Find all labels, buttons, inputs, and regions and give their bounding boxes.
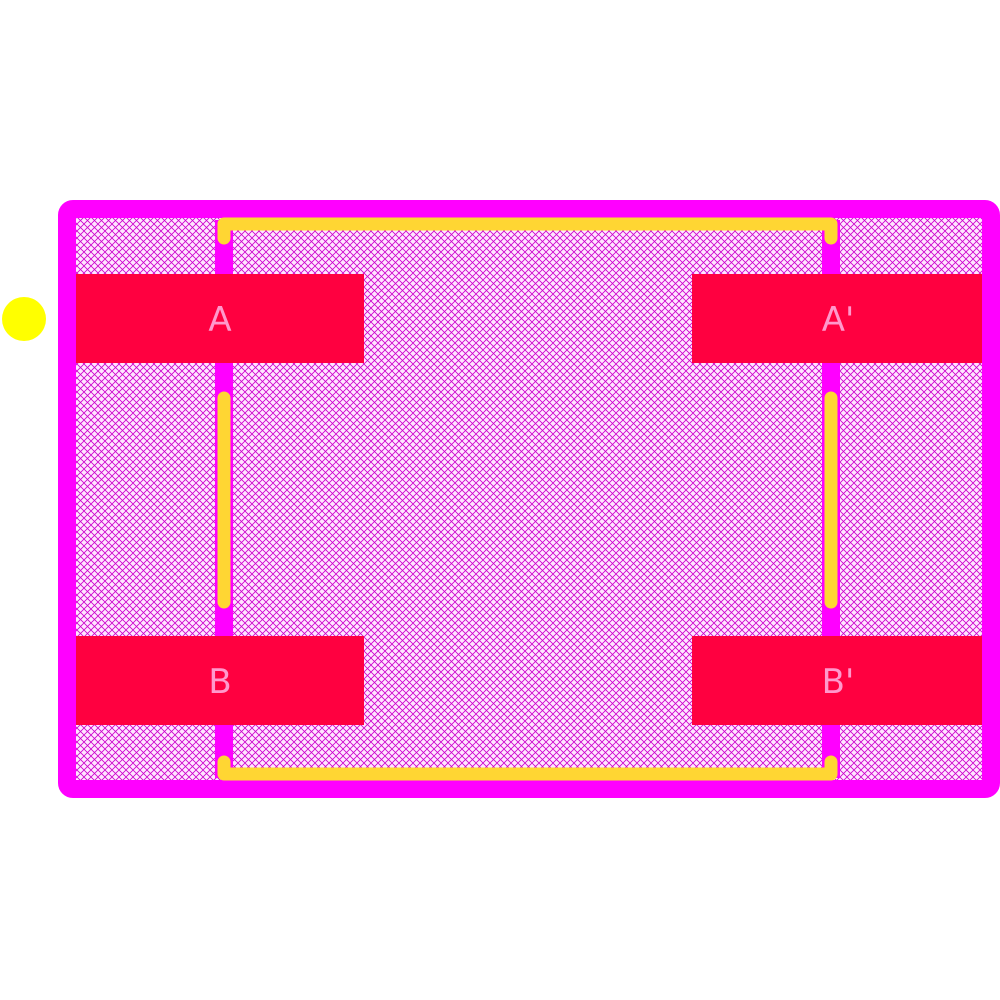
pad-b-prime[interactable]: B': [692, 636, 982, 725]
pad-b[interactable]: B: [76, 636, 364, 725]
pad-b-prime-copper: [692, 636, 982, 725]
pad-a-prime-label: A': [822, 300, 855, 340]
pad-a-prime[interactable]: A': [692, 274, 982, 363]
pad-b-label: B: [208, 662, 231, 702]
pad-b-copper: [76, 636, 364, 725]
silkscreen-bottom: [217, 755, 838, 781]
silkscreen-top: [217, 217, 838, 245]
pad-a-copper: [76, 274, 364, 363]
pad-b-prime-label: B': [822, 662, 855, 702]
pad-a-prime-copper: [692, 274, 982, 363]
pin1-marker: [2, 297, 46, 341]
pad-a-label: A: [208, 300, 231, 340]
silkscreen-outline: [217, 217, 838, 781]
pad-a[interactable]: A: [76, 274, 364, 363]
